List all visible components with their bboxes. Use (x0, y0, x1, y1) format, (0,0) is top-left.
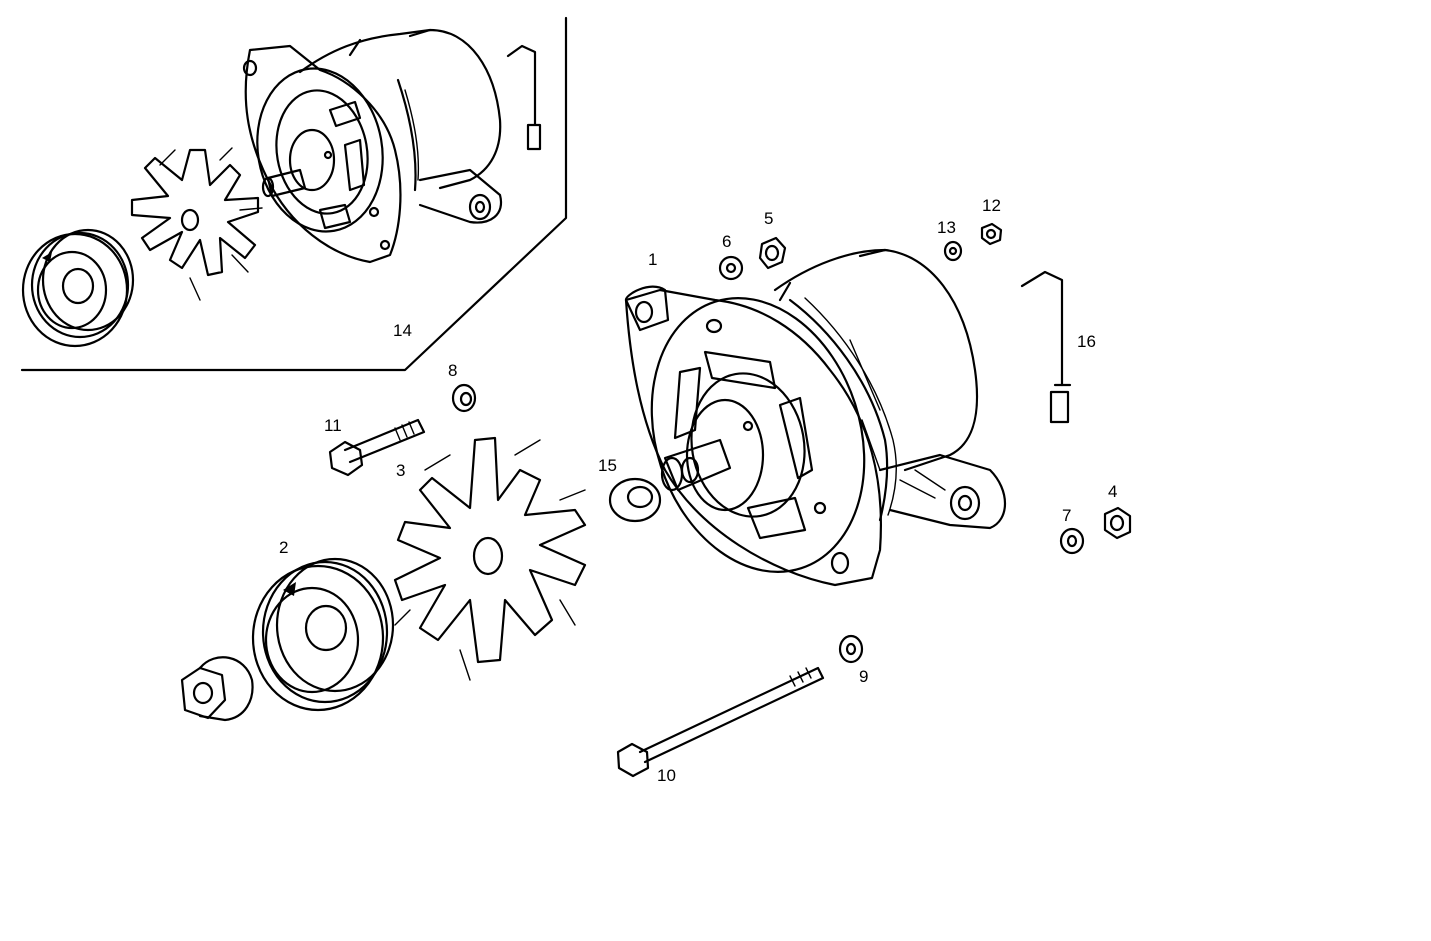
label-10: 10 (657, 766, 676, 785)
label-14: 14 (393, 321, 412, 340)
washer-9 (838, 634, 864, 664)
washer-7 (1059, 527, 1085, 555)
washer-8 (451, 383, 477, 413)
inset-wire-lead (506, 44, 542, 151)
label-11: 11 (324, 416, 342, 435)
label-12: 12 (982, 196, 1001, 215)
label-16: 16 (1077, 332, 1096, 351)
label-3: 3 (396, 461, 406, 480)
wire-lead (1020, 270, 1072, 424)
nut-5 (758, 236, 787, 270)
long-bolt (616, 666, 825, 778)
alternator-housing (624, 248, 1006, 587)
inset-border (20, 16, 568, 372)
pulley (251, 557, 395, 712)
washer-13 (943, 240, 963, 262)
inset-pulley (21, 228, 135, 348)
short-bolt (328, 418, 426, 477)
nut-4 (1103, 506, 1132, 540)
inset-fan-rotor (130, 147, 263, 301)
label-1: 1 (648, 250, 658, 269)
pulley-nut (180, 656, 254, 722)
nut-12 (980, 222, 1003, 246)
washer-6 (718, 255, 744, 281)
label-9: 9 (859, 667, 869, 686)
inset-alternator-housing (242, 28, 503, 264)
fan-rotor (393, 436, 587, 681)
label-13: 13 (937, 218, 956, 237)
label-7: 7 (1062, 506, 1072, 525)
label-6: 6 (722, 232, 732, 251)
label-4: 4 (1108, 482, 1118, 501)
label-5: 5 (764, 209, 774, 228)
label-8: 8 (448, 361, 458, 380)
spacer-ring (608, 477, 662, 523)
label-2: 2 (279, 538, 289, 557)
label-15: 15 (598, 456, 617, 475)
